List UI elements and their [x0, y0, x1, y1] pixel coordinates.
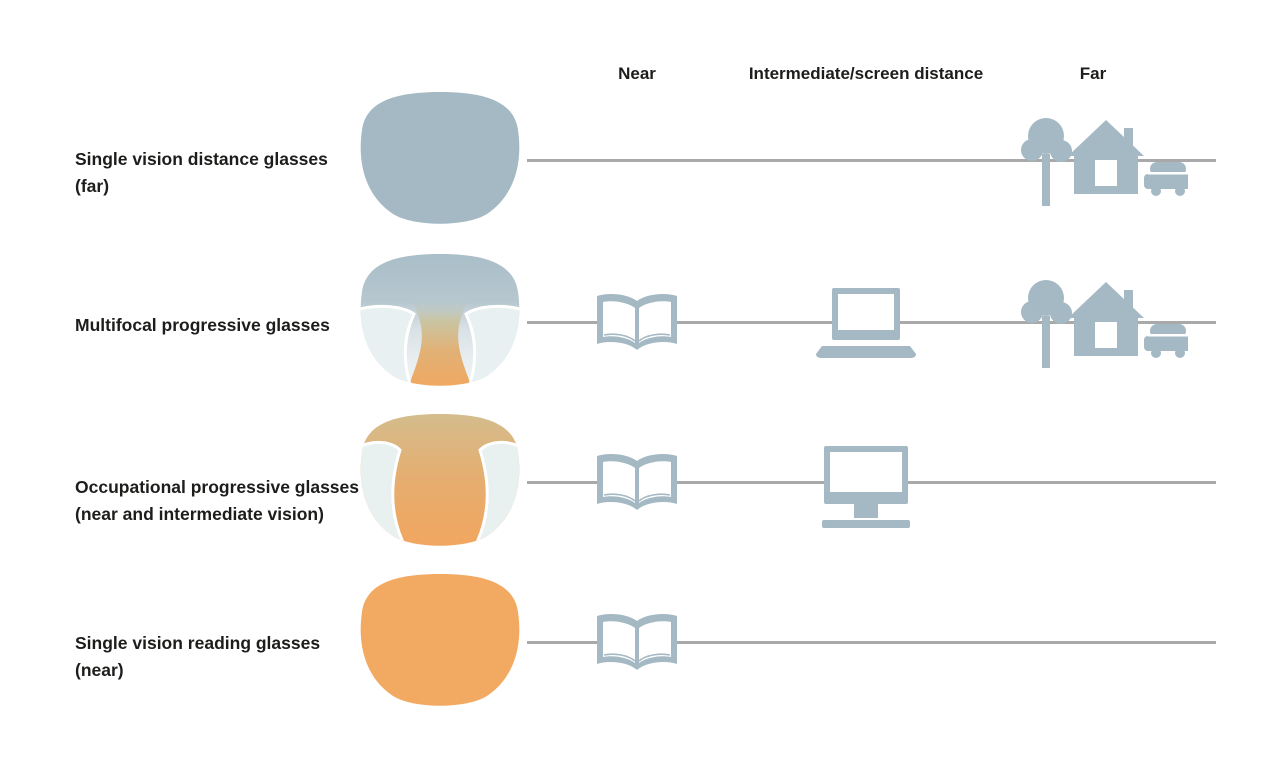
car-icon	[1144, 162, 1188, 196]
lens-progressive	[352, 252, 528, 392]
laptop-icon	[816, 288, 916, 358]
column-header-near: Near	[618, 64, 656, 83]
row-label-line: Occupational progressive glasses	[75, 477, 360, 497]
row-label-line: (near)	[75, 660, 124, 680]
row-label-line: Single vision reading glasses	[75, 633, 321, 653]
row-label-line: Single vision distance glasses	[75, 149, 328, 169]
row-label-line: (near and intermediate vision)	[75, 504, 324, 524]
car-icon	[1144, 324, 1188, 358]
lens-distance	[352, 90, 528, 230]
monitor-icon	[816, 446, 916, 528]
open-book-icon	[595, 291, 679, 355]
outdoor-scene-icon	[1018, 104, 1188, 216]
house-icon	[1068, 120, 1144, 194]
row-label-distance-glasses: Single vision distance glasses (far)	[75, 146, 375, 200]
row-label-reading-glasses: Single vision reading glasses (near)	[75, 630, 375, 684]
row-label-line: (far)	[75, 176, 110, 196]
tree-icon	[1021, 118, 1072, 206]
connector-line	[527, 641, 1216, 644]
house-icon	[1068, 282, 1144, 356]
lens-reading	[352, 572, 528, 712]
row-label-line: Multifocal progressive glasses	[75, 315, 330, 335]
column-header-far: Far	[1079, 64, 1107, 83]
lens-occupational	[352, 412, 528, 552]
open-book-icon	[595, 451, 679, 515]
tree-icon	[1021, 280, 1072, 368]
row-label-occupational-glasses: Occupational progressive glasses (near a…	[75, 474, 375, 528]
open-book-icon	[595, 611, 679, 675]
outdoor-scene-icon	[1018, 266, 1188, 378]
column-header-intermediate: Intermediate/screen distance	[748, 64, 984, 83]
connector-line	[527, 159, 1216, 162]
row-label-progressive-glasses: Multifocal progressive glasses	[75, 312, 375, 339]
